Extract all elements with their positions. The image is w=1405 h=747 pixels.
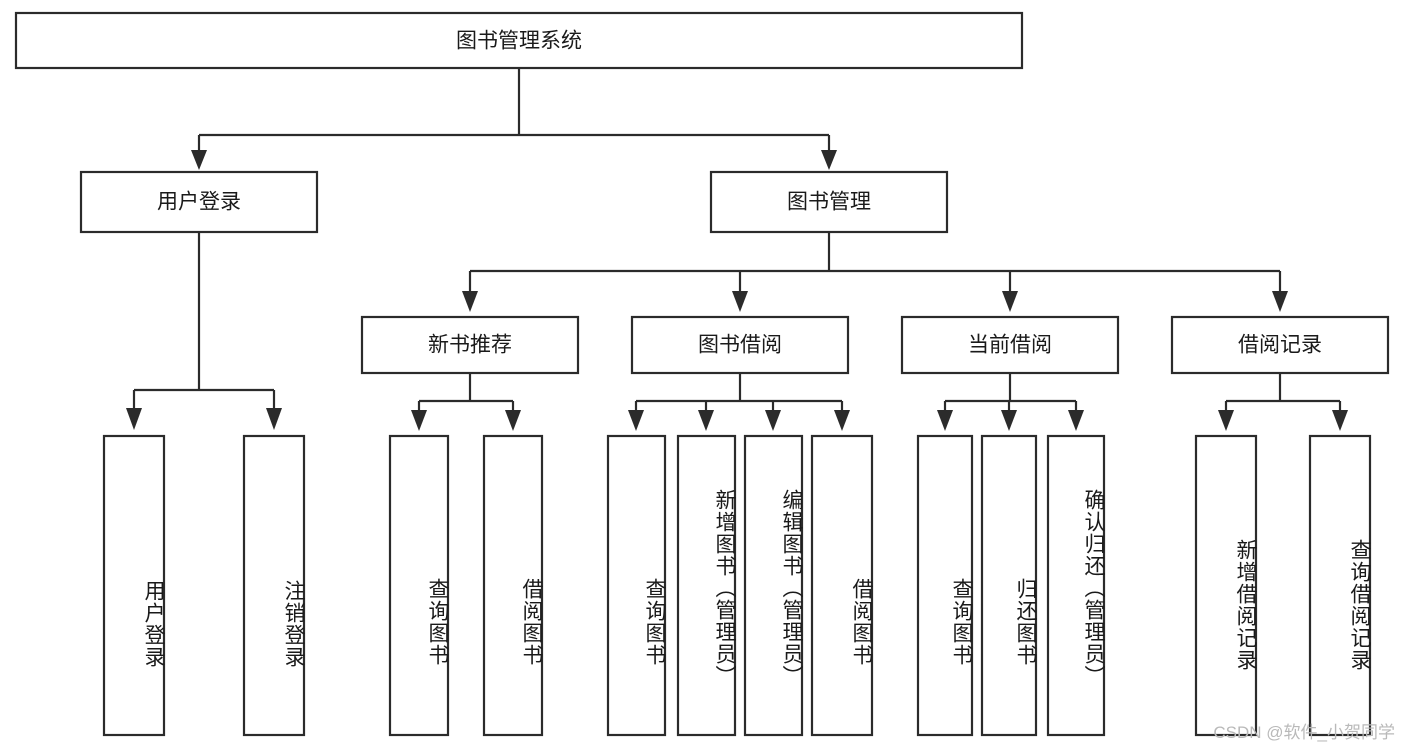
root-label: 图书管理系统 [456, 30, 582, 53]
leaf-query-record-box[interactable] [1308, 434, 1372, 737]
user-login-label: 用户登录 [157, 191, 241, 214]
book-borrow-box[interactable] [630, 315, 850, 375]
new-book-rec-label: 新书推荐 [428, 334, 512, 357]
leaf-add-record-box[interactable] [1194, 434, 1258, 737]
connector-group-user-login [126, 232, 282, 430]
leaf-borrow-book-2-box[interactable] [810, 434, 874, 737]
node-book-borrow[interactable]: 图书借阅 [630, 315, 850, 375]
arrowhead-leaf-user-login [126, 408, 142, 430]
leaf-query-book-3-box[interactable] [916, 434, 974, 737]
book-manage-label: 图书管理 [787, 191, 871, 214]
book-manage-box[interactable] [709, 170, 949, 234]
connector-group-new-book-rec [411, 373, 521, 431]
connector-group-borrow-record [1218, 373, 1348, 431]
root-box[interactable] [14, 11, 1024, 70]
arrowhead-leaf-query-book-2 [628, 410, 644, 431]
connector-group-book-borrow [628, 373, 850, 431]
arrowhead-leaf-confirm-return [1068, 410, 1084, 431]
arrowhead-leaf-return-book [1001, 410, 1017, 431]
leaf-user-login-box[interactable] [102, 434, 166, 737]
leaf-borrow-book-1-box[interactable] [482, 434, 544, 737]
leaf-user-logout-box[interactable] [242, 434, 306, 737]
node-root[interactable]: 图书管理系统 [14, 11, 1024, 70]
node-book-manage[interactable]: 图书管理 [709, 170, 949, 234]
arrowhead-book-manage [821, 150, 837, 170]
node-new-book-rec[interactable]: 新书推荐 [360, 315, 580, 375]
arrowhead-leaf-edit-book [765, 410, 781, 431]
arrowhead-leaf-add-book [698, 410, 714, 431]
arrowhead-current-borrow [1002, 291, 1018, 312]
new-book-rec-box[interactable] [360, 315, 580, 375]
arrowhead-leaf-user-logout [266, 408, 282, 430]
leaf-confirm-return-box[interactable] [1046, 434, 1106, 737]
leaf-query-book-2-box[interactable] [606, 434, 667, 737]
node-user-login[interactable]: 用户登录 [79, 170, 319, 234]
arrowhead-leaf-query-book-3 [937, 410, 953, 431]
leaf-query-book-1-box[interactable] [388, 434, 450, 737]
leaf-return-book-box[interactable] [980, 434, 1038, 737]
arrowhead-leaf-add-record [1218, 410, 1234, 431]
current-borrow-box[interactable] [900, 315, 1120, 375]
node-current-borrow[interactable]: 当前借阅 [900, 315, 1120, 375]
arrowhead-leaf-query-record [1332, 410, 1348, 431]
connector-group-book-manage [462, 232, 1288, 312]
book-borrow-label: 图书借阅 [698, 334, 782, 357]
borrow-record-box[interactable] [1170, 315, 1390, 375]
arrowhead-new-book-rec [462, 291, 478, 312]
connector-group-current-borrow [937, 373, 1084, 431]
arrowhead-leaf-borrow-book-2 [834, 410, 850, 431]
arrowhead-leaf-query-book-1 [411, 410, 427, 431]
arrowhead-book-borrow [732, 291, 748, 312]
connector-group-root [191, 68, 837, 170]
arrowhead-user-login [191, 150, 207, 170]
node-borrow-record[interactable]: 借阅记录 [1170, 315, 1390, 375]
leaf-add-book-box[interactable] [676, 434, 737, 737]
user-login-box[interactable] [79, 170, 319, 234]
arrowhead-leaf-borrow-book-1 [505, 410, 521, 431]
current-borrow-label: 当前借阅 [968, 334, 1052, 357]
borrow-record-label: 借阅记录 [1238, 334, 1322, 357]
arrowhead-borrow-record [1272, 291, 1288, 312]
leaf-edit-book-box[interactable] [743, 434, 804, 737]
